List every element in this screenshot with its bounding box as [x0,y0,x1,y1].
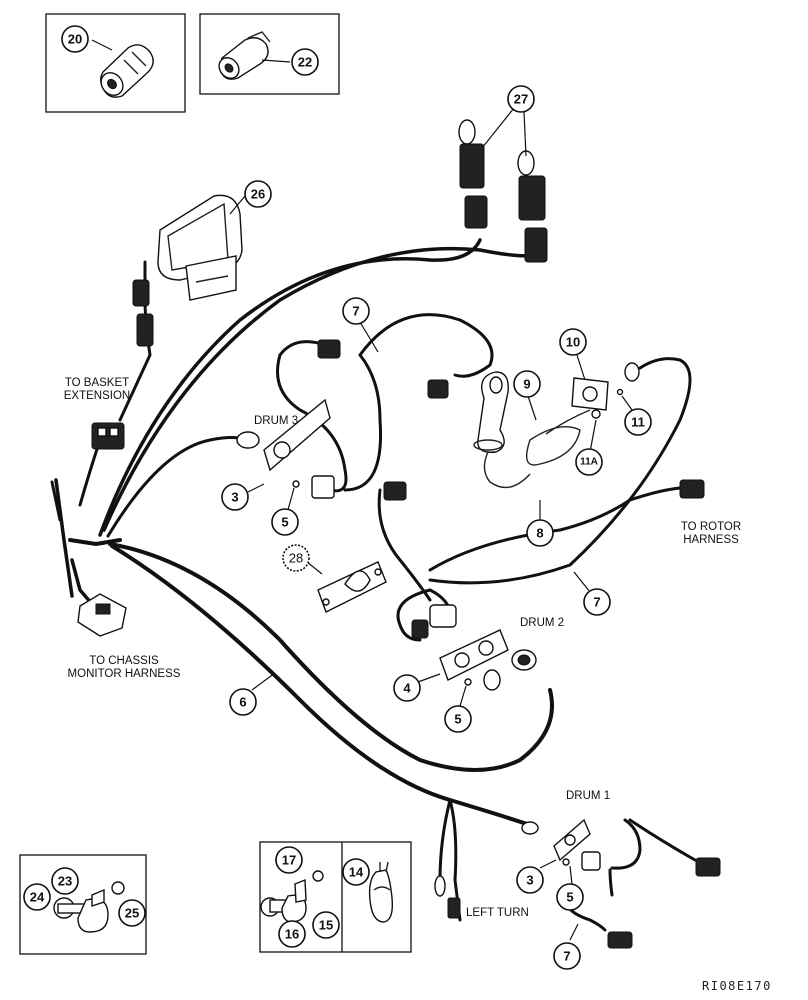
svg-text:14: 14 [349,865,364,880]
drum3-bracket [236,339,341,499]
svg-text:24: 24 [30,890,45,905]
main-harness-wires [50,238,697,932]
work-light-26 [132,194,243,347]
callout-7-upper: 7 [342,297,370,325]
callout-8: 8 [526,519,554,547]
svg-text:3: 3 [526,873,533,888]
svg-text:10: 10 [566,335,580,350]
callout-23: 23 [51,867,79,895]
drum3-label: DRUM 3 [254,415,298,427]
leader-lines [91,39,633,941]
drawing-code: RI08E170 [702,979,772,993]
svg-text:7: 7 [352,304,359,319]
inset-box-22 [199,13,340,95]
inset-box-23-25 [19,854,147,955]
bracket-10 [571,362,640,419]
svg-text:16: 16 [285,927,299,942]
bracket-28 [317,561,387,613]
svg-text:5: 5 [566,890,573,905]
callout-4: 4 [393,674,421,702]
callout-25: 25 [118,899,146,927]
joystick-9 [427,371,591,489]
callout-10: 10 [559,328,587,356]
callout-17: 17 [275,846,303,874]
rotor-harness-label-line2: HARNESS [683,534,739,546]
cable-strap-icon [368,861,394,923]
callout-7-lower: 7 [553,942,581,970]
ferrule-part-icon [100,44,154,98]
svg-text:7: 7 [563,949,570,964]
basket-extension-label-line2: EXTENSION [64,390,130,402]
svg-text:15: 15 [319,918,333,933]
rotor-harness-connector [383,479,705,501]
chassis-monitor-label-line1: TO CHASSIS [89,655,159,667]
svg-text:23: 23 [58,874,72,889]
callout-16: 16 [278,920,306,948]
callout-22: 22 [291,48,319,76]
callout-5-drum1: 5 [556,883,584,911]
callout-14: 14 [342,858,370,886]
callout-11: 11 [624,408,652,436]
callout-7-middle: 7 [583,588,611,616]
callout-26: 26 [244,180,272,208]
svg-text:17: 17 [282,853,296,868]
callout-11a: 11A [575,448,603,476]
drum2-label: DRUM 2 [520,617,564,629]
drum1-label: DRUM 1 [566,790,610,802]
callout-3-drum1: 3 [516,866,544,894]
callout-5-drum3: 5 [271,508,299,536]
inset-box-20 [45,13,186,113]
callout-6: 6 [229,688,257,716]
svg-text:11: 11 [631,415,645,430]
callout-24: 24 [23,883,51,911]
grommet-part-icon [218,31,271,80]
chassis-monitor-connector [77,593,127,637]
svg-text:5: 5 [281,515,288,530]
callout-5-drum2: 5 [444,705,472,733]
svg-text:9: 9 [523,377,530,392]
svg-text:27: 27 [514,92,528,107]
svg-text:5: 5 [454,712,461,727]
clamp-assembly-icon [53,881,125,933]
svg-text:26: 26 [251,187,265,202]
callout-9: 9 [513,370,541,398]
svg-text:11A: 11A [580,457,598,468]
left-turn-label: LEFT TURN [466,907,529,919]
svg-text:6: 6 [239,695,246,710]
callout-15: 15 [312,911,340,939]
svg-text:7: 7 [593,595,600,610]
callout-28: 28 [282,544,310,572]
drum2-bracket [411,604,537,691]
svg-text:22: 22 [298,55,312,70]
callout-3-drum3: 3 [221,483,249,511]
svg-text:3: 3 [231,490,238,505]
callout-20: 20 [61,25,89,53]
svg-text:25: 25 [125,906,139,921]
chassis-monitor-label-line2: MONITOR HARNESS [68,668,181,680]
basket-extension-label-line1: TO BASKET [65,377,129,389]
bracket-assembly-icon [260,870,324,923]
svg-text:4: 4 [403,681,411,696]
rotor-harness-label-line1: TO ROTOR [681,521,741,533]
basket-extension-connector [91,422,125,450]
svg-text:20: 20 [68,32,82,47]
drum1-bracket [434,818,721,949]
svg-text:8: 8 [536,526,543,541]
callout-27: 27 [507,85,535,113]
svg-text:28: 28 [289,551,303,566]
connector-pair-27 [458,119,548,263]
